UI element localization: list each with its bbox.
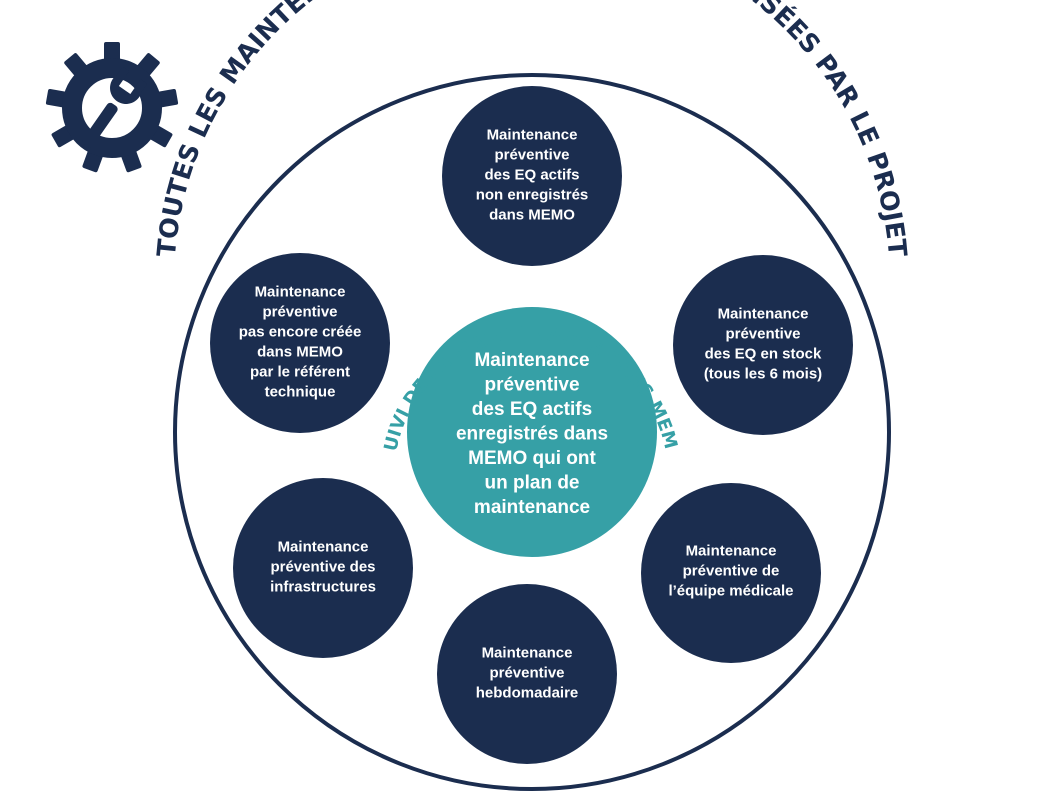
node-upper-left: Maintenance préventive pas encore créée dan… [210, 253, 390, 433]
node-bottom: Maintenance préventive hebdomadaire [437, 584, 617, 764]
node-upper-left-label-line: pas encore créée [239, 323, 362, 340]
node-lower-right-label-line: l’équipe médicale [668, 582, 793, 599]
node-lower-left-label-line: Maintenance [278, 538, 369, 555]
node-top: Maintenance préventive des EQ actifs non en… [442, 86, 622, 266]
node-bottom-label-line: Maintenance [482, 644, 573, 661]
node-upper-right-label-line: Maintenance [718, 305, 809, 322]
node-bottom-label-line: préventive [489, 664, 564, 681]
node-upper-left-label-line: technique [265, 383, 336, 400]
node-top-label-line: dans MEMO [489, 206, 575, 223]
node-upper-left-label-line: par le référent [250, 363, 350, 380]
node-top-label-line: des EQ actifs [484, 166, 579, 183]
center-label-line: Maintenance [474, 350, 589, 371]
node-lower-right-label-line: préventive de [683, 562, 780, 579]
center-label-line: MEMO qui ont [468, 448, 596, 469]
gear-wrench-icon [45, 42, 179, 173]
node-upper-left-label-line: dans MEMO [257, 343, 343, 360]
node-upper-left-label-line: préventive [262, 303, 337, 320]
node-upper-right-label-line: préventive [725, 325, 800, 342]
node-upper-right-label-line: (tous les 6 mois) [704, 365, 822, 382]
node-top-label-line: Maintenance [487, 126, 578, 143]
node-upper-right: Maintenance préventive des EQ en stock (tou… [673, 255, 853, 435]
center-label-line: préventive [484, 375, 579, 396]
node-lower-right-label-line: Maintenance [686, 542, 777, 559]
node-top-label-line: non enregistrés [476, 186, 589, 203]
center-label-line: enregistrés dans [456, 424, 608, 445]
center-label-line: un plan de [485, 473, 580, 494]
node-lower-left-label-line: infrastructures [270, 578, 376, 595]
node-top-label-line: préventive [494, 146, 569, 163]
node-lower-left-label-line: préventive des [270, 558, 375, 575]
center-label-line: maintenance [474, 497, 590, 518]
center-label-line: des EQ actifs [472, 399, 592, 420]
outer-ring [173, 73, 891, 791]
node-upper-right-label-line: des EQ en stock [705, 345, 822, 362]
node-bottom-label-line: hebdomadaire [476, 684, 579, 701]
center-circle [407, 307, 657, 557]
node-upper-left-label-line: Maintenance [255, 283, 346, 300]
node-lower-left: Maintenance préventive des infrastructures [233, 478, 413, 658]
center-label: Maintenance préventive des EQ actifs enregi… [456, 350, 608, 518]
node-lower-right: Maintenance préventive de l’équipe médical… [641, 483, 821, 663]
